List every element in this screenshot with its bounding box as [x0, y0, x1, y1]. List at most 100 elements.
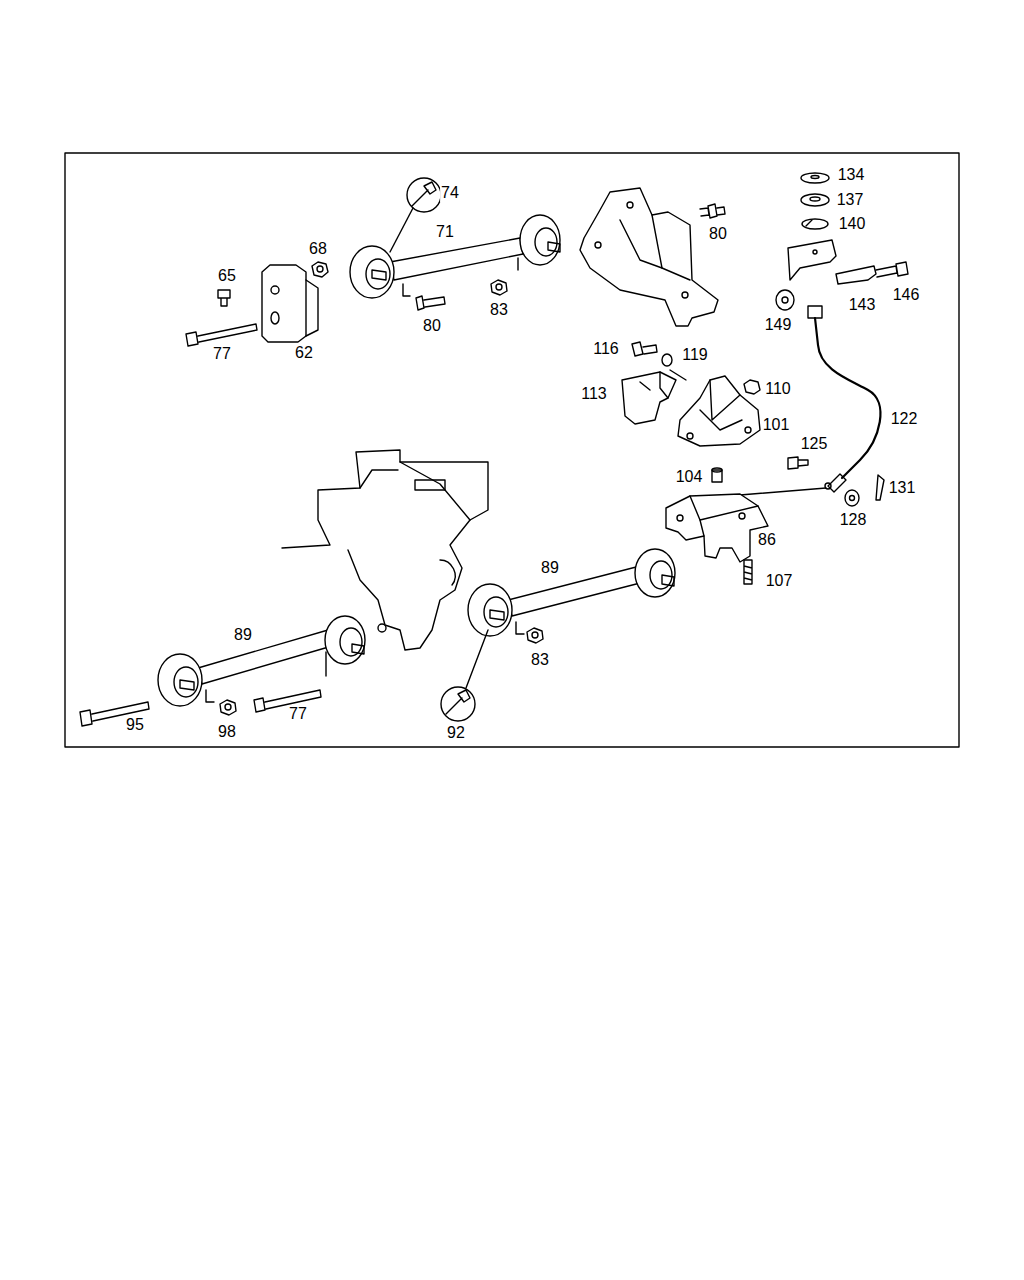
- stud-107-shape: [744, 560, 752, 584]
- nut-83-lower-shape: [527, 628, 543, 643]
- bolt-80-shape: [416, 296, 445, 310]
- wrench-icon-92-shape: [466, 630, 488, 688]
- upper-bracket-shape: [580, 188, 718, 326]
- pin-125-shape: [788, 457, 808, 469]
- engine-outline-shape: [378, 624, 386, 632]
- callout-number: 77: [212, 345, 232, 363]
- bolt-80: [416, 296, 445, 310]
- callout-number: 77: [288, 705, 308, 723]
- washers-134-140-shape: [806, 220, 812, 226]
- washers-134-140-shape: [801, 173, 829, 183]
- callout-number: 62: [294, 344, 314, 362]
- callout-number: 140: [838, 215, 867, 233]
- washers-134-140-shape: [801, 194, 829, 206]
- nut-68: [312, 262, 328, 277]
- callout-number: 131: [888, 479, 917, 497]
- upper-bracket: [580, 188, 718, 326]
- bracket-113-shape: [622, 372, 676, 424]
- wrench-icon-92: [441, 630, 488, 721]
- link-89-right: [468, 549, 675, 636]
- plate-62-shape: [262, 265, 306, 342]
- upper-bracket-shape: [627, 202, 633, 208]
- upper-bracket-shape: [682, 292, 688, 298]
- callout-number: 80: [708, 225, 728, 243]
- nut-110-shape: [744, 380, 760, 394]
- engine-outline-shape: [282, 450, 488, 650]
- nut-83-lower-shape: [532, 632, 538, 638]
- engine-outline: [282, 450, 488, 650]
- bolt-116-shape: [632, 342, 657, 356]
- nut-98-shape: [225, 704, 231, 710]
- callout-number: 137: [836, 191, 865, 209]
- nut-68-shape: [312, 262, 328, 277]
- mount-101: [678, 376, 760, 446]
- washer-128: [845, 490, 859, 506]
- callout-number: 125: [800, 435, 829, 453]
- washer-128-shape: [850, 496, 855, 501]
- callout-number: 98: [217, 723, 237, 741]
- mount-86-shape: [666, 494, 768, 562]
- link-89-left-shape: [198, 630, 332, 684]
- callout-number: 113: [580, 385, 608, 403]
- stud-107: [744, 560, 752, 584]
- link-71-shape: [403, 284, 410, 296]
- link-71-shape: [350, 246, 394, 298]
- bracket-140-shape: [813, 250, 817, 254]
- link-89-left-shape: [352, 644, 364, 654]
- callout-number: 122: [890, 410, 919, 428]
- link-71-shape: [390, 238, 523, 280]
- link-71-shape: [517, 258, 518, 270]
- engine-outline-shape: [440, 560, 455, 585]
- callout-number: 110: [764, 380, 792, 398]
- link-89-left-shape: [340, 628, 362, 656]
- link-71-shape: [372, 270, 386, 280]
- callout-number: 92: [446, 724, 466, 742]
- link-89-right-shape: [516, 622, 524, 634]
- pin-125: [788, 457, 808, 469]
- link-89-right-shape: [468, 584, 512, 636]
- bolt-80-top: [700, 204, 725, 218]
- callout-number: 119: [681, 346, 709, 364]
- cotter-131: [876, 475, 884, 500]
- wrench-icon-74-shape: [390, 208, 413, 252]
- link-89-left-shape: [174, 667, 198, 697]
- washers-134-140-shape: [811, 176, 819, 179]
- engine-outline-shape: [400, 462, 470, 520]
- cable-122-shape: [808, 306, 822, 318]
- engine-outline-shape: [415, 480, 445, 490]
- bolt-77-upper-shape: [186, 324, 257, 346]
- bolt-146: [876, 262, 908, 277]
- callout-number: 104: [675, 468, 704, 486]
- callout-number: 74: [440, 184, 460, 202]
- bolt-80-top-shape: [700, 204, 725, 218]
- upper-bracket-shape: [620, 220, 662, 268]
- callout-number: 65: [217, 267, 237, 285]
- washer-128-shape: [845, 490, 859, 506]
- callout-number: 71: [435, 223, 455, 241]
- link-71-shape: [366, 259, 390, 289]
- wrench-icon-74-shape: [412, 182, 436, 206]
- bolt-65-shape: [218, 290, 230, 306]
- callout-number: 146: [892, 286, 921, 304]
- callout-number: 143: [848, 296, 877, 314]
- frame: [65, 153, 959, 747]
- mount-86-shape: [690, 496, 758, 520]
- washers-134-140-shape: [810, 197, 820, 201]
- nut-83-upper-shape: [491, 280, 507, 295]
- link-89-left-shape: [325, 616, 365, 664]
- bracket-140-shape: [788, 240, 836, 280]
- mount-101-shape: [745, 427, 751, 433]
- cable-122-shape: [828, 474, 846, 492]
- callout-number: 95: [125, 716, 145, 734]
- washers-134-140-shape: [802, 219, 828, 229]
- callout-number: 83: [530, 651, 550, 669]
- nut-83-upper-shape: [496, 284, 502, 290]
- bolt-146-shape: [876, 262, 908, 277]
- nut-98-shape: [220, 700, 236, 715]
- nut-149-shape: [782, 297, 788, 303]
- mount-86-shape: [700, 520, 704, 536]
- callout-number: 116: [592, 340, 620, 358]
- bolt-65: [218, 290, 230, 306]
- link-89-right-shape: [635, 549, 675, 597]
